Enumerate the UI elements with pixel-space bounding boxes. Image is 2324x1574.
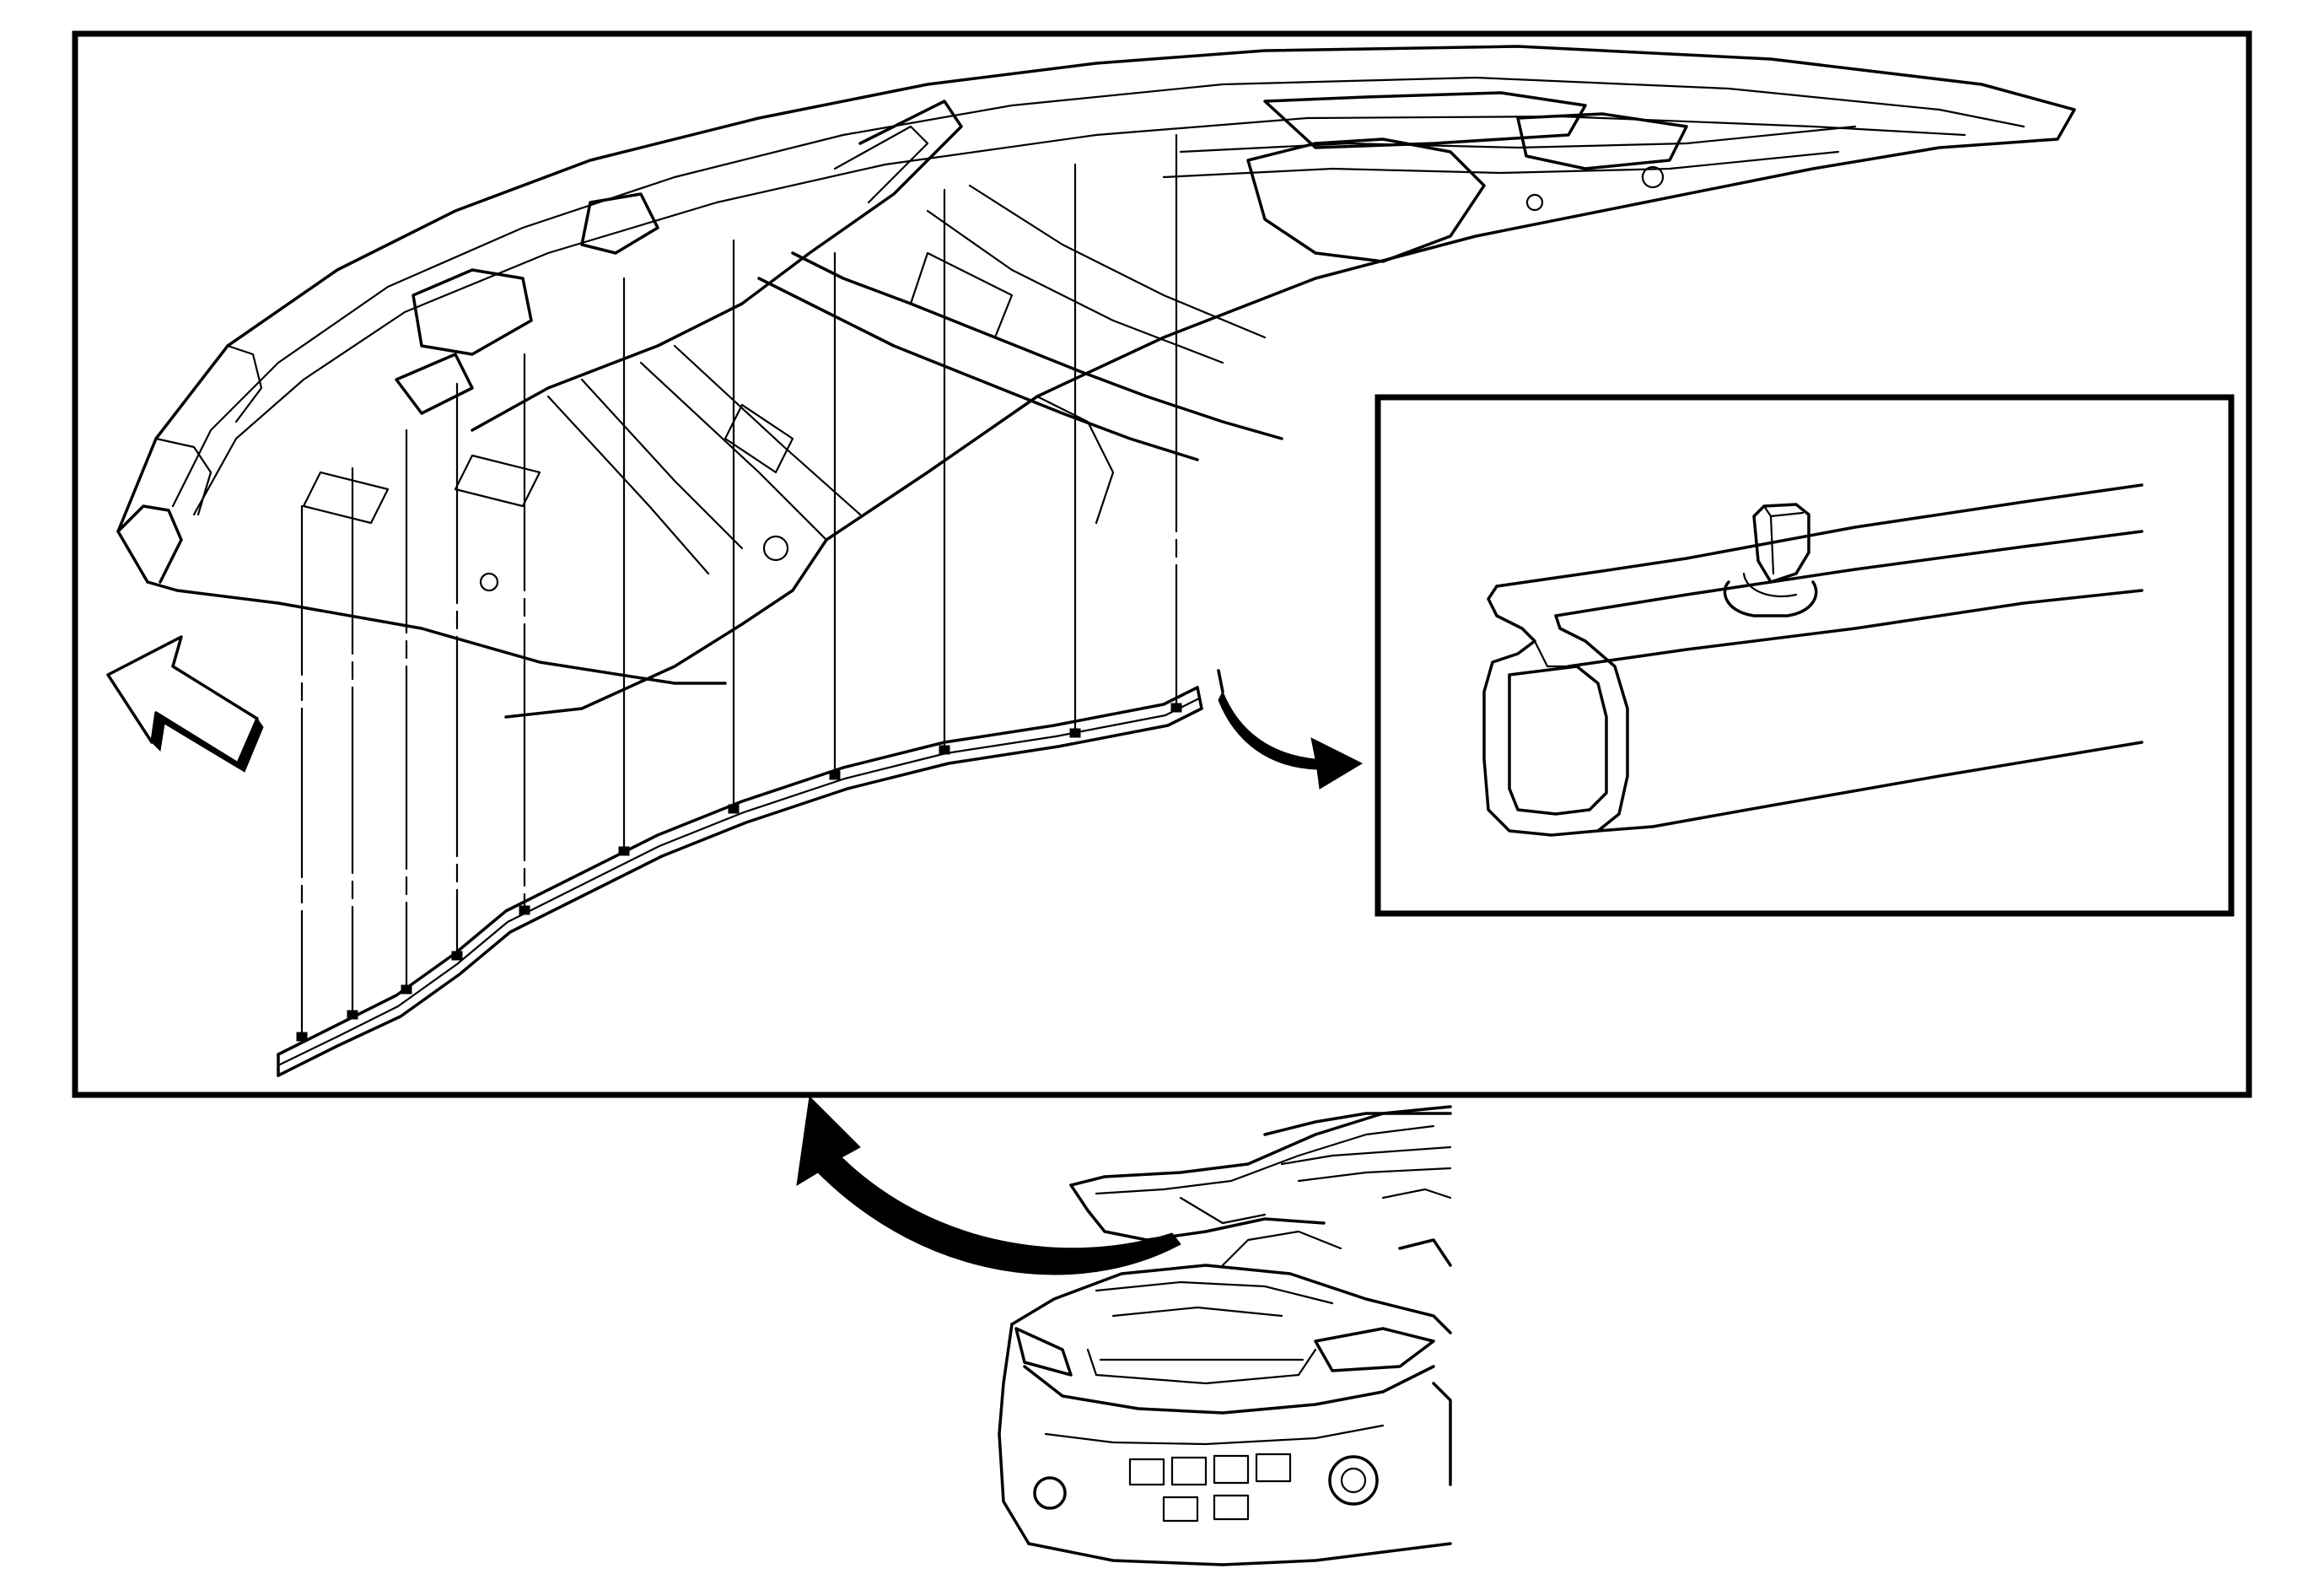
locator-arrow bbox=[796, 1095, 1181, 1275]
forward-direction-arrow bbox=[106, 635, 264, 773]
detail-callout-arrow bbox=[1217, 669, 1364, 790]
fastener-clip-marks bbox=[296, 703, 1182, 1042]
detail-inset-frame bbox=[1374, 394, 2235, 917]
hood-panel bbox=[116, 45, 2076, 719]
hood-weatherstrip bbox=[277, 686, 1203, 1077]
weatherstrip-section bbox=[1482, 483, 2144, 837]
detail-inset bbox=[1374, 394, 2235, 917]
fastener-centerlines bbox=[296, 133, 1182, 1042]
main-view-frame bbox=[72, 30, 2252, 1098]
locator-vehicle bbox=[998, 1105, 1452, 1566]
